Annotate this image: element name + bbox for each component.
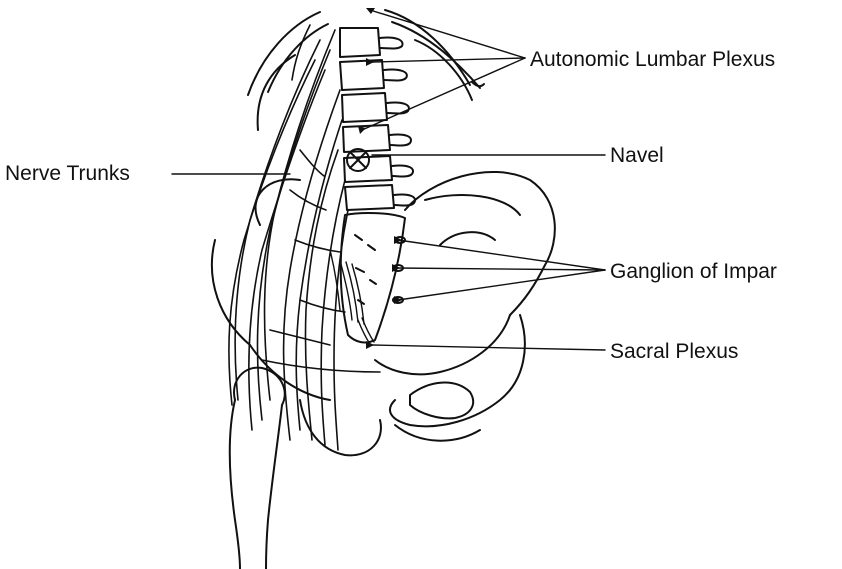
- pelvis-illustration: [212, 172, 555, 441]
- ganglion-of-impar-label: Ganglion of Impar: [610, 261, 777, 282]
- autonomic-lumbar-plexus-label: Autonomic Lumbar Plexus: [530, 49, 775, 70]
- navel-label: Navel: [610, 145, 664, 166]
- spine-illustration: [340, 28, 415, 210]
- sacral-plexus-label: Sacral Plexus: [610, 341, 738, 362]
- nerve-trunks-label: Nerve Trunks: [5, 163, 130, 184]
- femur-illustration: [230, 368, 381, 569]
